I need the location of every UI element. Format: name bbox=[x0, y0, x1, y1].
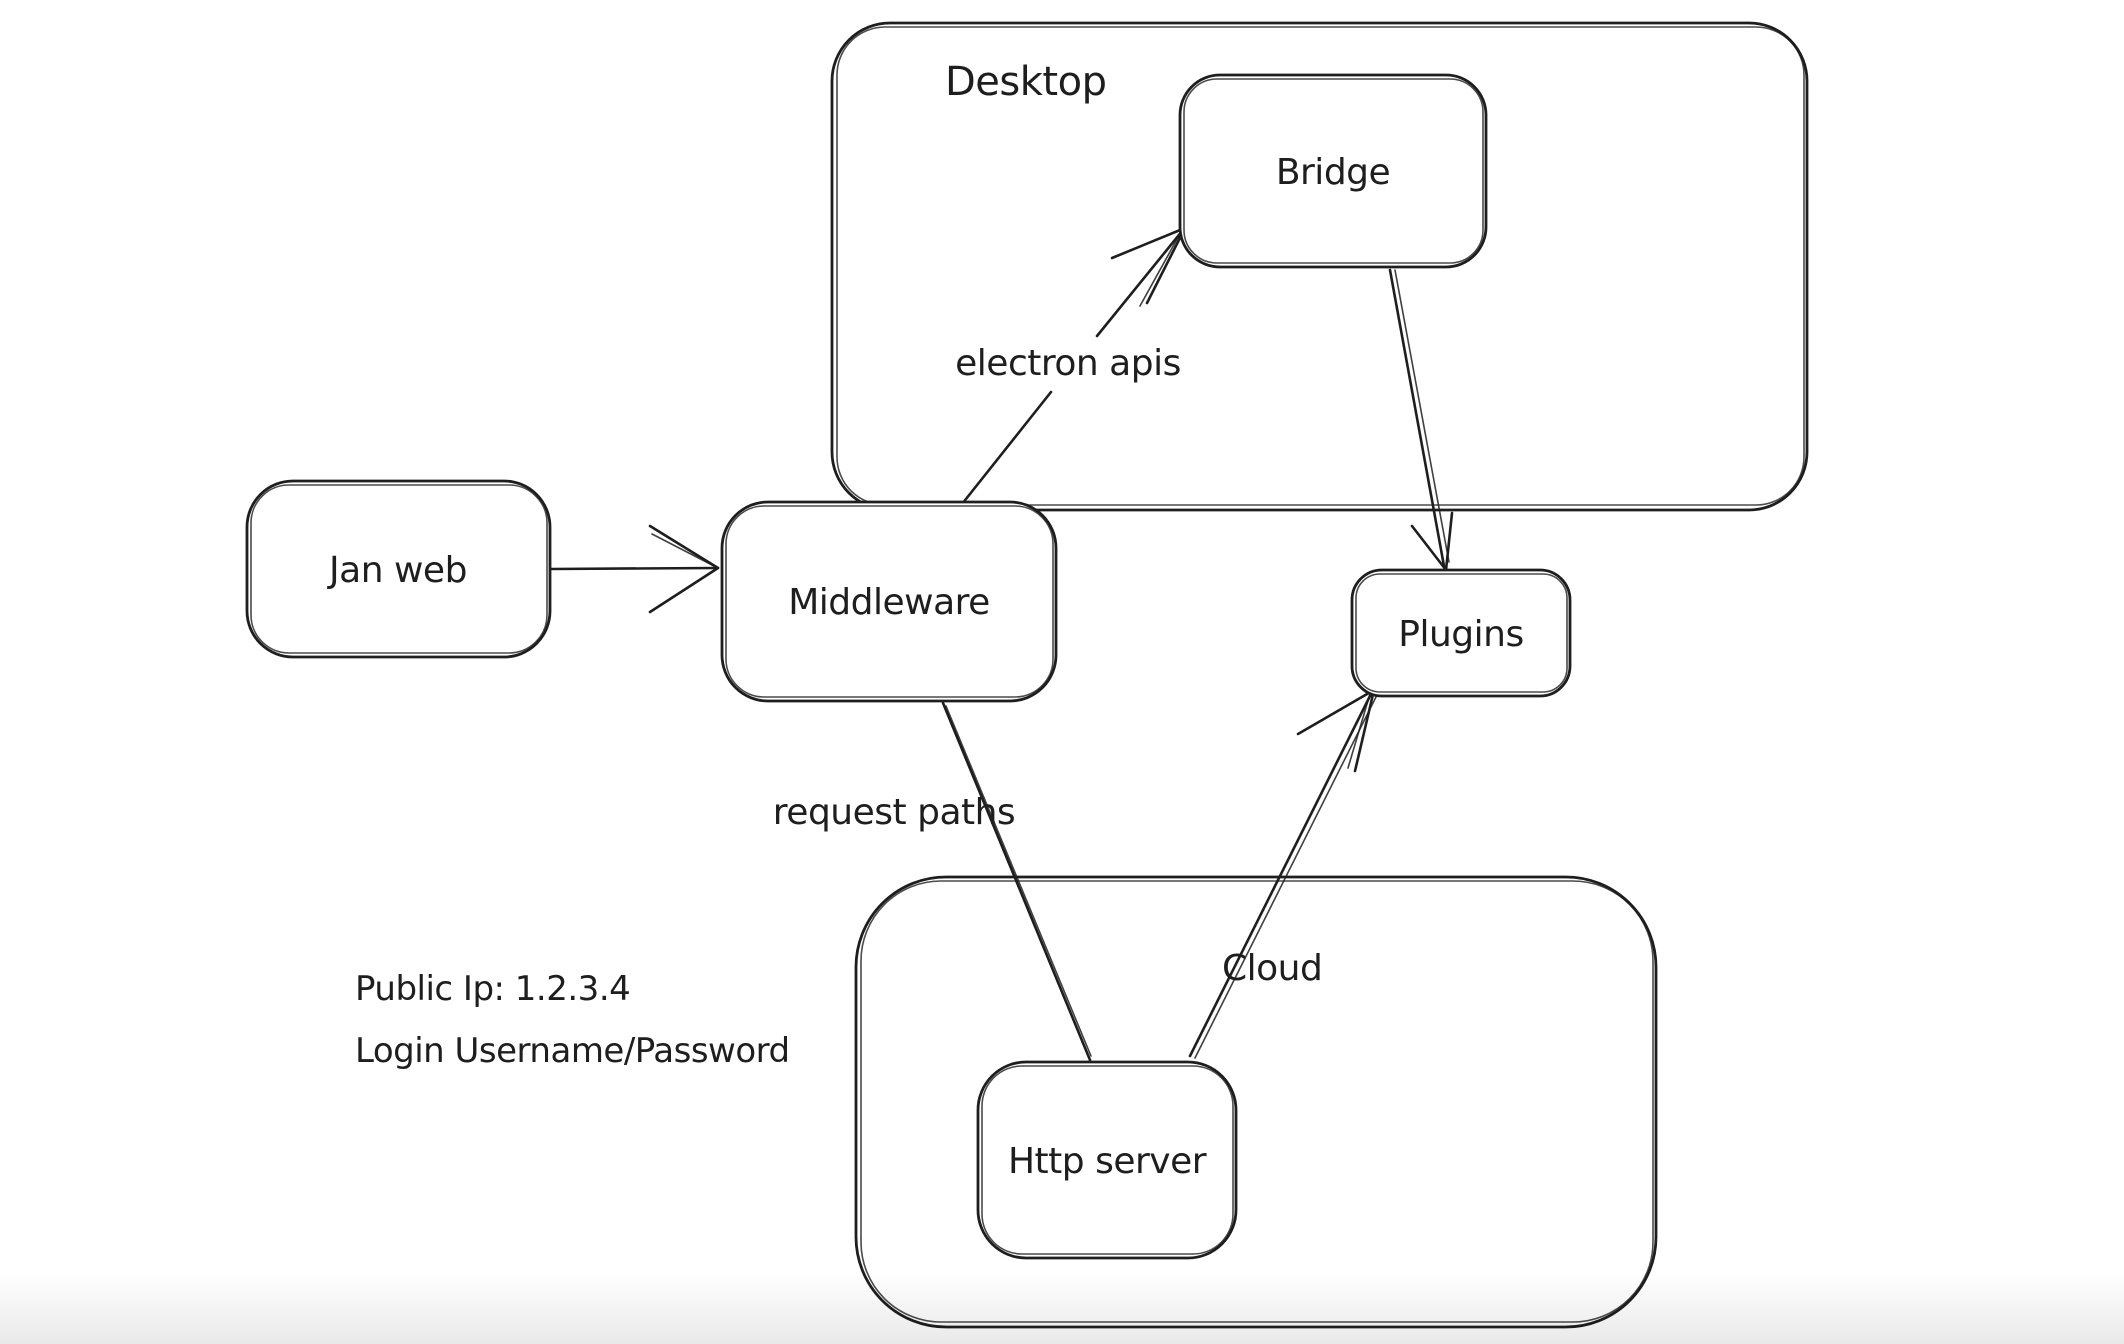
node-plugins[interactable]: Plugins bbox=[1350, 568, 1572, 698]
edge-label-electron-apis[interactable]: electron apis bbox=[955, 343, 1181, 384]
container-cloud-label: Cloud bbox=[1222, 948, 1322, 989]
node-middleware[interactable]: Middleware bbox=[720, 500, 1058, 703]
node-http-server-label: Http server bbox=[1008, 1141, 1207, 1182]
node-middleware-label: Middleware bbox=[788, 582, 990, 623]
node-bridge-label: Bridge bbox=[1276, 152, 1390, 193]
edge-middleware-to-bridge[interactable] bbox=[960, 226, 1187, 506]
node-http-server[interactable]: Http server bbox=[976, 1060, 1238, 1260]
node-jan-web-label: Jan web bbox=[327, 550, 467, 591]
edge-bridge-to-plugins[interactable] bbox=[1388, 268, 1454, 572]
node-bridge[interactable]: Bridge bbox=[1178, 73, 1488, 269]
annotation-credentials[interactable]: Public Ip: 1.2.3.4 Login Username/Passwo… bbox=[355, 969, 790, 1071]
edge-middleware-to-httpserver[interactable] bbox=[941, 701, 1092, 1062]
annotation-public-ip: Public Ip: 1.2.3.4 bbox=[355, 969, 630, 1009]
container-cloud[interactable]: Cloud bbox=[854, 875, 1658, 1329]
edge-label-request-paths[interactable]: request paths bbox=[773, 792, 1016, 833]
container-desktop-label: Desktop bbox=[945, 59, 1106, 105]
node-jan-web[interactable]: Jan web bbox=[245, 479, 552, 659]
node-plugins-label: Plugins bbox=[1398, 614, 1523, 655]
edge-janweb-to-middleware[interactable] bbox=[549, 524, 720, 614]
annotation-login: Login Username/Password bbox=[355, 1031, 790, 1071]
edge-httpserver-to-plugins[interactable] bbox=[1188, 688, 1378, 1059]
